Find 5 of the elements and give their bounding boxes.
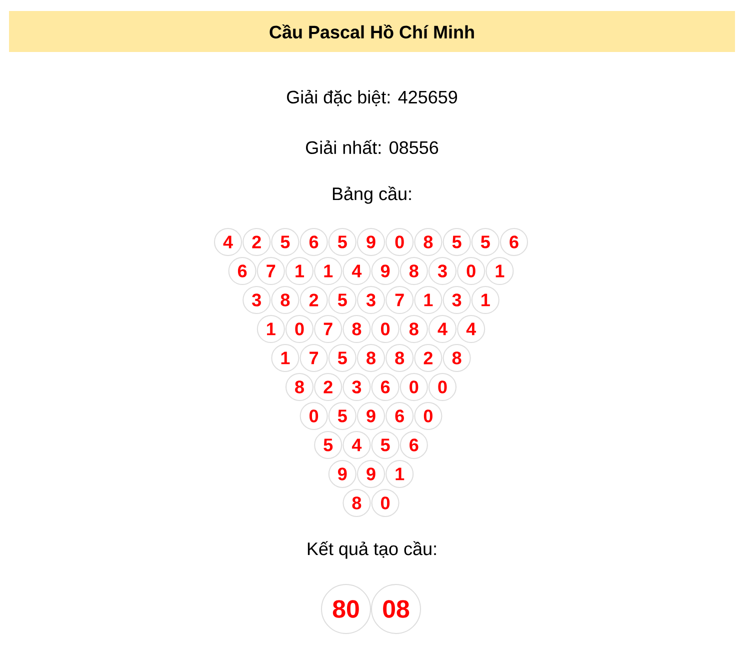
title-banner: Cầu Pascal Hồ Chí Minh [9, 11, 735, 52]
prize-line: Giải nhất: 08556 [306, 140, 438, 154]
section-label: Kết quả tạo cầu: [308, 541, 436, 559]
section-label: Bảng cầu: [332, 186, 411, 204]
prize-line: Giải đặc biệt: 425659 [287, 90, 458, 106]
